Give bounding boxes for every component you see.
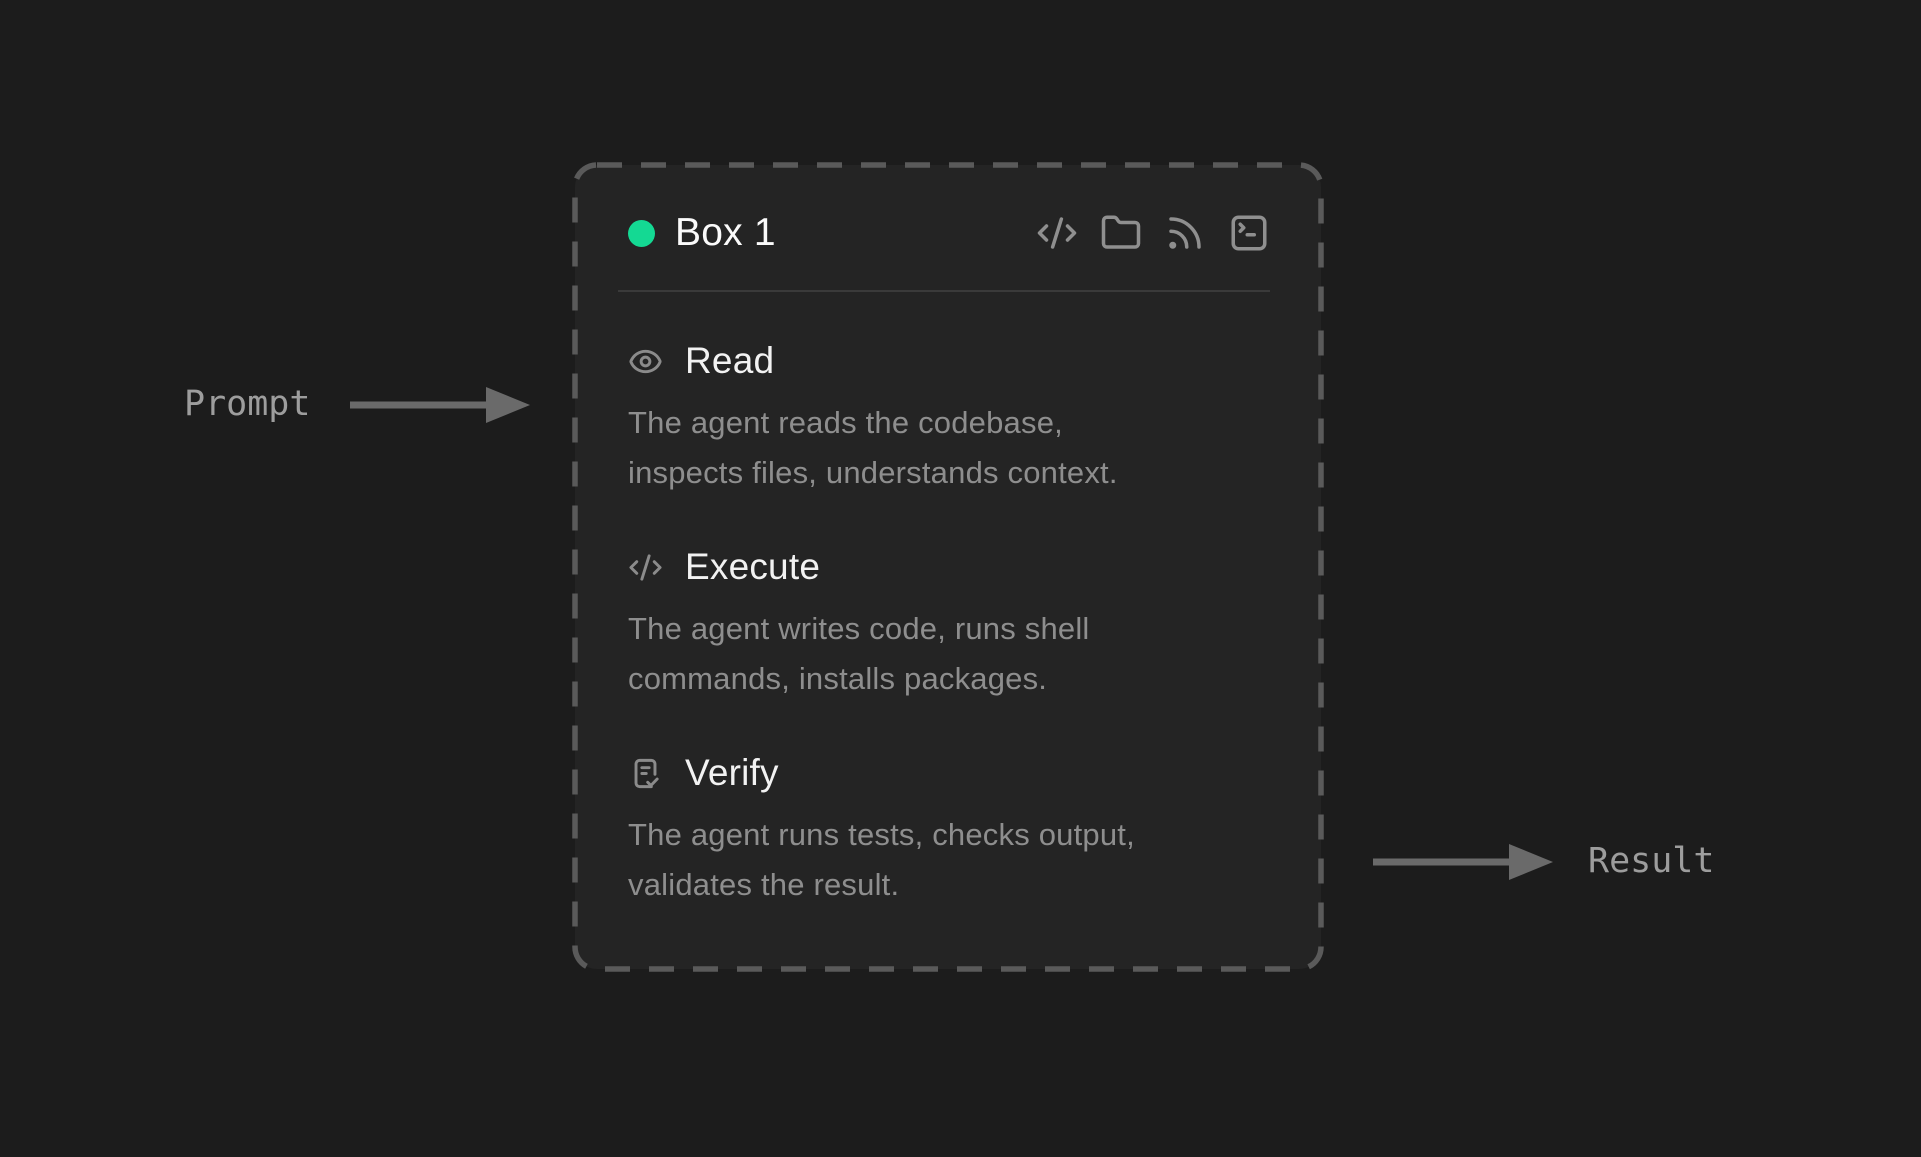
card-header: Box 1 (628, 209, 1270, 257)
result-label: Result (1588, 841, 1715, 881)
folder-icon[interactable] (1100, 212, 1142, 254)
section-verify-description: The agent runs tests, checks output, val… (628, 817, 1135, 902)
result-arrow-icon (1373, 844, 1553, 880)
code-icon (629, 553, 662, 581)
prompt-label: Prompt (184, 384, 311, 424)
header-divider (618, 290, 1270, 292)
section-execute-description: The agent writes code, runs shell comman… (628, 611, 1090, 696)
section-read-title: Read (685, 340, 775, 381)
agent-box-card: Box 1 (572, 162, 1324, 972)
terminal-icon[interactable] (1228, 212, 1270, 254)
section-read: Read The agent reads the codebase, inspe… (628, 338, 1270, 498)
section-read-header: Read (628, 338, 1270, 384)
section-verify: Verify The agent runs tests, checks outp… (628, 750, 1270, 910)
card-title: Box 1 (675, 211, 776, 254)
status-dot (628, 219, 655, 247)
section-verify-title: Verify (685, 752, 779, 793)
section-execute: Execute The agent writes code, runs shel… (628, 544, 1270, 704)
section-read-description: The agent reads the codebase, inspects f… (628, 405, 1118, 490)
code-icon[interactable] (1036, 212, 1078, 254)
prompt-arrow-icon (350, 387, 530, 423)
eye-icon (629, 349, 662, 373)
section-verify-header: Verify (628, 750, 1270, 796)
card-header-left: Box 1 (628, 211, 776, 255)
section-execute-title: Execute (685, 546, 821, 587)
card-header-icons (1036, 212, 1270, 254)
rss-icon[interactable] (1164, 212, 1206, 254)
clipboard-check-icon (634, 758, 659, 788)
section-execute-header: Execute (628, 544, 1270, 590)
